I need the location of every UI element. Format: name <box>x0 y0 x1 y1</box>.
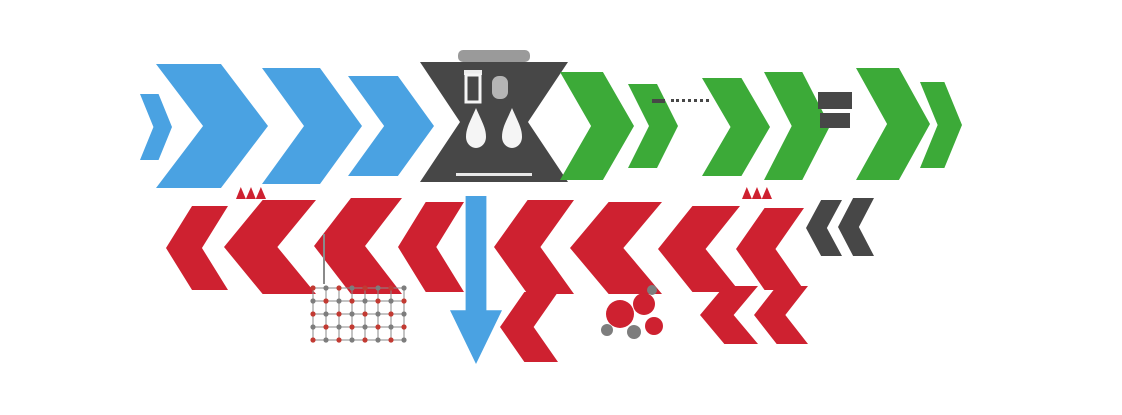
red-flow-arrow-1 <box>166 206 228 290</box>
red-flow-arrow-6 <box>570 202 662 294</box>
red-flow-arrow-3 <box>314 198 402 294</box>
red-flow-arrow-4 <box>398 202 464 292</box>
green-flow-arrow-5 <box>856 68 930 180</box>
red-flow-arrow-5 <box>494 200 574 294</box>
red-spark-marks-1 <box>236 187 266 199</box>
crystal-lattice <box>306 281 412 347</box>
red-flow-arrow-8 <box>736 208 804 290</box>
red-spark-marks-2 <box>742 187 772 199</box>
sample-square-1 <box>818 92 852 109</box>
droplet-icon-2 <box>502 108 522 148</box>
green-flow-arrow-3 <box>702 78 770 176</box>
reaction-vessel <box>418 50 570 192</box>
vessel-baseline <box>456 173 532 176</box>
red-flow-arrow-lower-3 <box>754 286 808 344</box>
rounded-flask-icon <box>492 76 508 99</box>
lattice-connector-line <box>323 234 325 284</box>
green-flow-arrow-1 <box>560 72 634 180</box>
dark-corner-arrow-2 <box>806 200 842 256</box>
blue-flow-arrow-small <box>140 94 172 160</box>
droplet-icon-1 <box>466 108 486 148</box>
vial-cap <box>464 70 482 75</box>
vial-icon <box>464 73 482 104</box>
dotted-line <box>671 99 709 103</box>
blue-flow-arrow-2 <box>262 68 362 184</box>
sample-square-2 <box>820 113 850 128</box>
red-flow-arrow-lower-2 <box>700 286 758 344</box>
red-flow-arrow-lower-1 <box>500 292 558 362</box>
molecule-cluster <box>598 282 670 346</box>
dark-corner-arrow-1 <box>838 198 874 256</box>
dash-mark <box>652 99 665 103</box>
green-flow-arrow-2 <box>628 84 678 168</box>
blue-flow-arrow-1 <box>156 64 268 188</box>
red-flow-arrow-7 <box>658 206 740 292</box>
down-arrow-blue <box>450 196 502 364</box>
red-flow-arrow-2 <box>224 200 316 294</box>
vessel-body <box>420 62 568 182</box>
vessel-top-tab <box>458 50 530 62</box>
